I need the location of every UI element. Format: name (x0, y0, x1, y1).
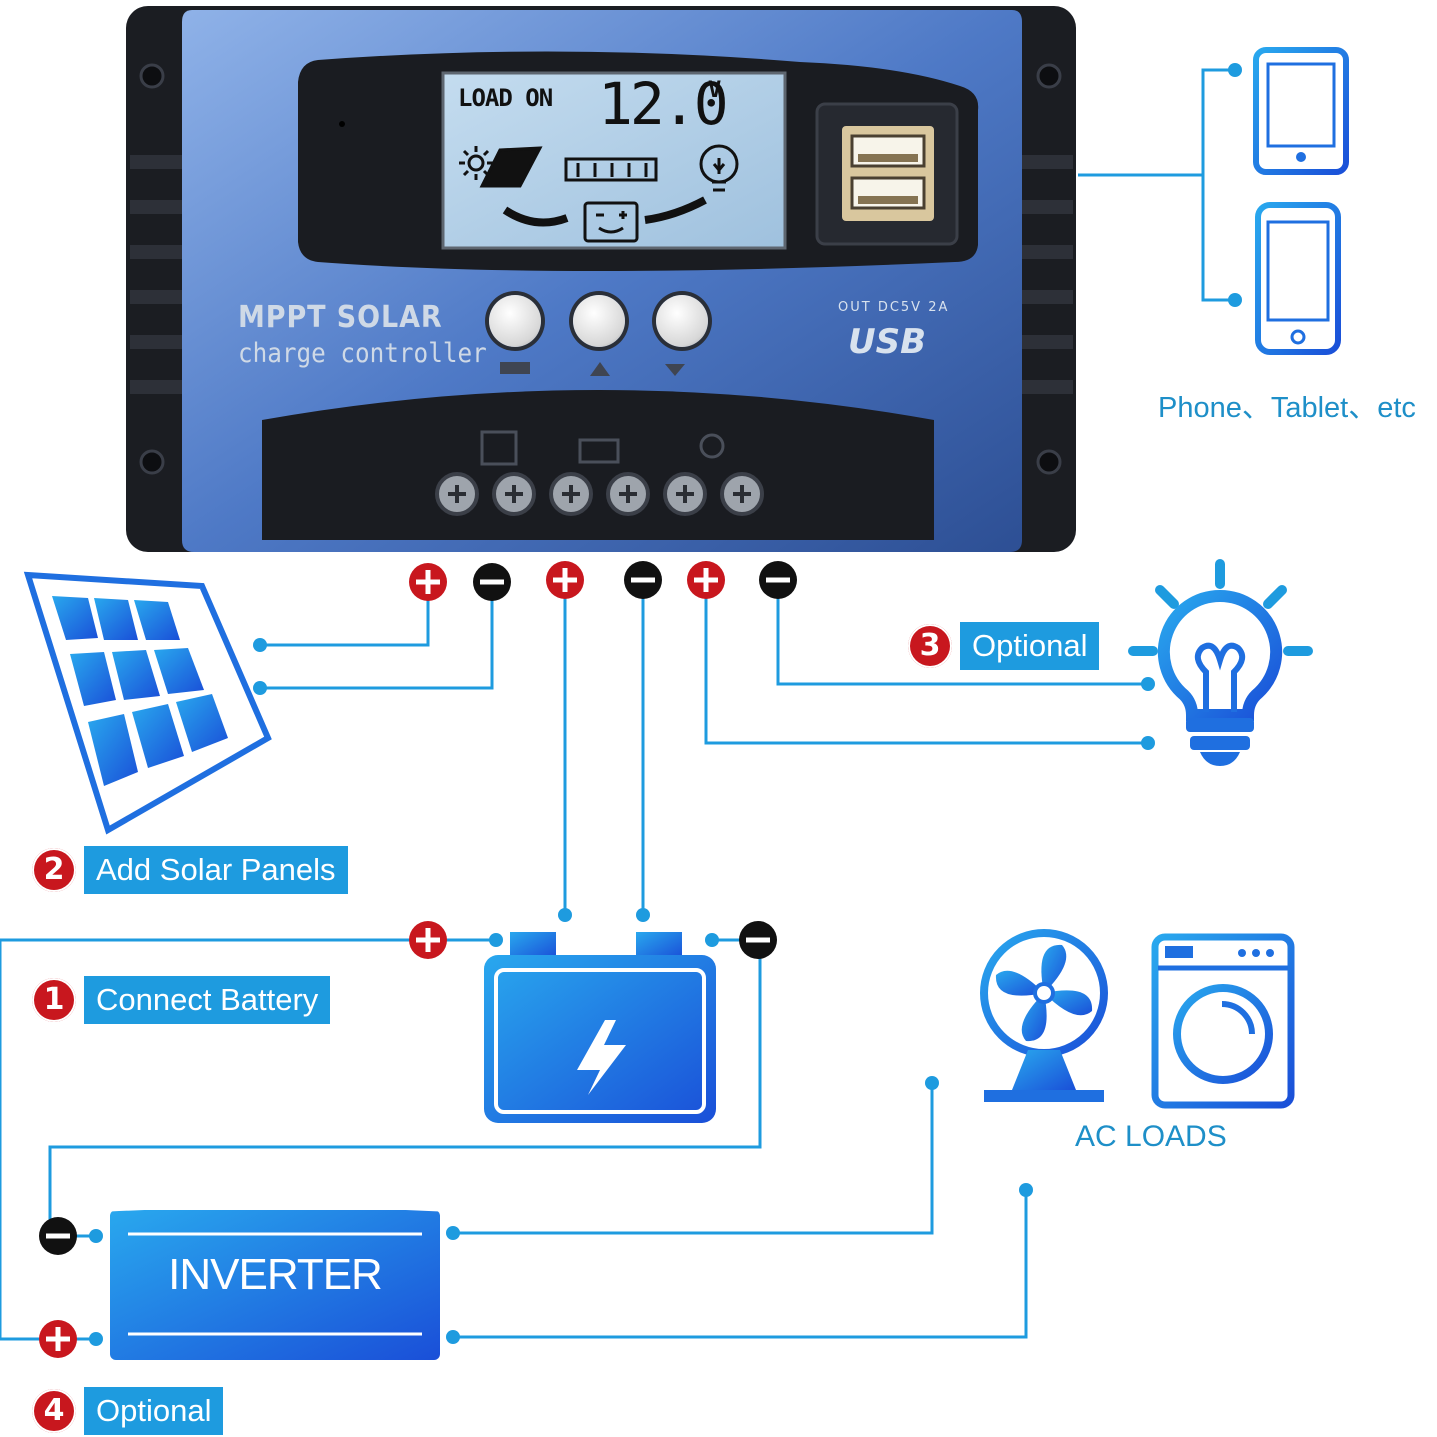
positive-marker (409, 563, 447, 601)
step-3-tag: 3 Optional (908, 621, 1100, 671)
step-number: 2 (32, 848, 76, 892)
solar-panel-icon (23, 571, 272, 835)
lcd-status: LOAD ON (458, 84, 553, 112)
washing-machine-icon (1151, 933, 1295, 1109)
usb-spec-label: OUT DC5V 2A (838, 300, 950, 315)
step-number: 1 (32, 978, 76, 1022)
positive-marker (39, 1320, 77, 1358)
usb-logo: USB (848, 322, 927, 362)
devices-caption: Phone、Tablet、etc (1158, 392, 1416, 424)
inverter-icon (109, 1204, 441, 1360)
fan-icon (980, 929, 1108, 1102)
polarity-markers (39, 561, 797, 1358)
negative-marker (739, 921, 777, 959)
negative-marker (624, 561, 662, 599)
step-label: Add Solar Panels (84, 846, 348, 894)
wire-dots (89, 63, 1242, 1346)
inverter-label: INVERTER (168, 1250, 383, 1299)
down-button[interactable] (656, 295, 708, 347)
step-1-tag: 1 Connect Battery (32, 975, 331, 1025)
bulb-icon (1128, 559, 1313, 766)
terminal-screws (435, 472, 764, 516)
step-number: 3 (908, 624, 952, 668)
phone-icon (1255, 202, 1341, 355)
step-label: Optional (84, 1387, 224, 1435)
positive-marker (409, 921, 447, 959)
up-button[interactable] (573, 295, 625, 347)
step-label: Connect Battery (84, 976, 331, 1024)
ac-loads-caption: AC LOADS (1075, 1120, 1227, 1153)
step-4-tag: 4 Optional (32, 1386, 224, 1436)
lcd-unit: V (708, 78, 722, 103)
menu-button[interactable] (489, 295, 541, 347)
lcd-voltage: 12.0 (598, 70, 729, 138)
tablet-icon (1253, 47, 1349, 175)
step-label: Optional (960, 622, 1100, 670)
negative-marker (39, 1217, 77, 1255)
usb-port-icon (842, 126, 934, 221)
step-2-tag: 2 Add Solar Panels (32, 845, 348, 895)
brand-subtitle: charge controller (238, 338, 487, 369)
charge-controller (126, 6, 1076, 552)
positive-marker (687, 561, 725, 599)
battery-icon (484, 932, 716, 1123)
step-number: 4 (32, 1389, 76, 1433)
negative-marker (473, 563, 511, 601)
negative-marker (759, 561, 797, 599)
positive-marker (546, 561, 584, 599)
brand-title: MPPT SOLAR (238, 300, 443, 335)
